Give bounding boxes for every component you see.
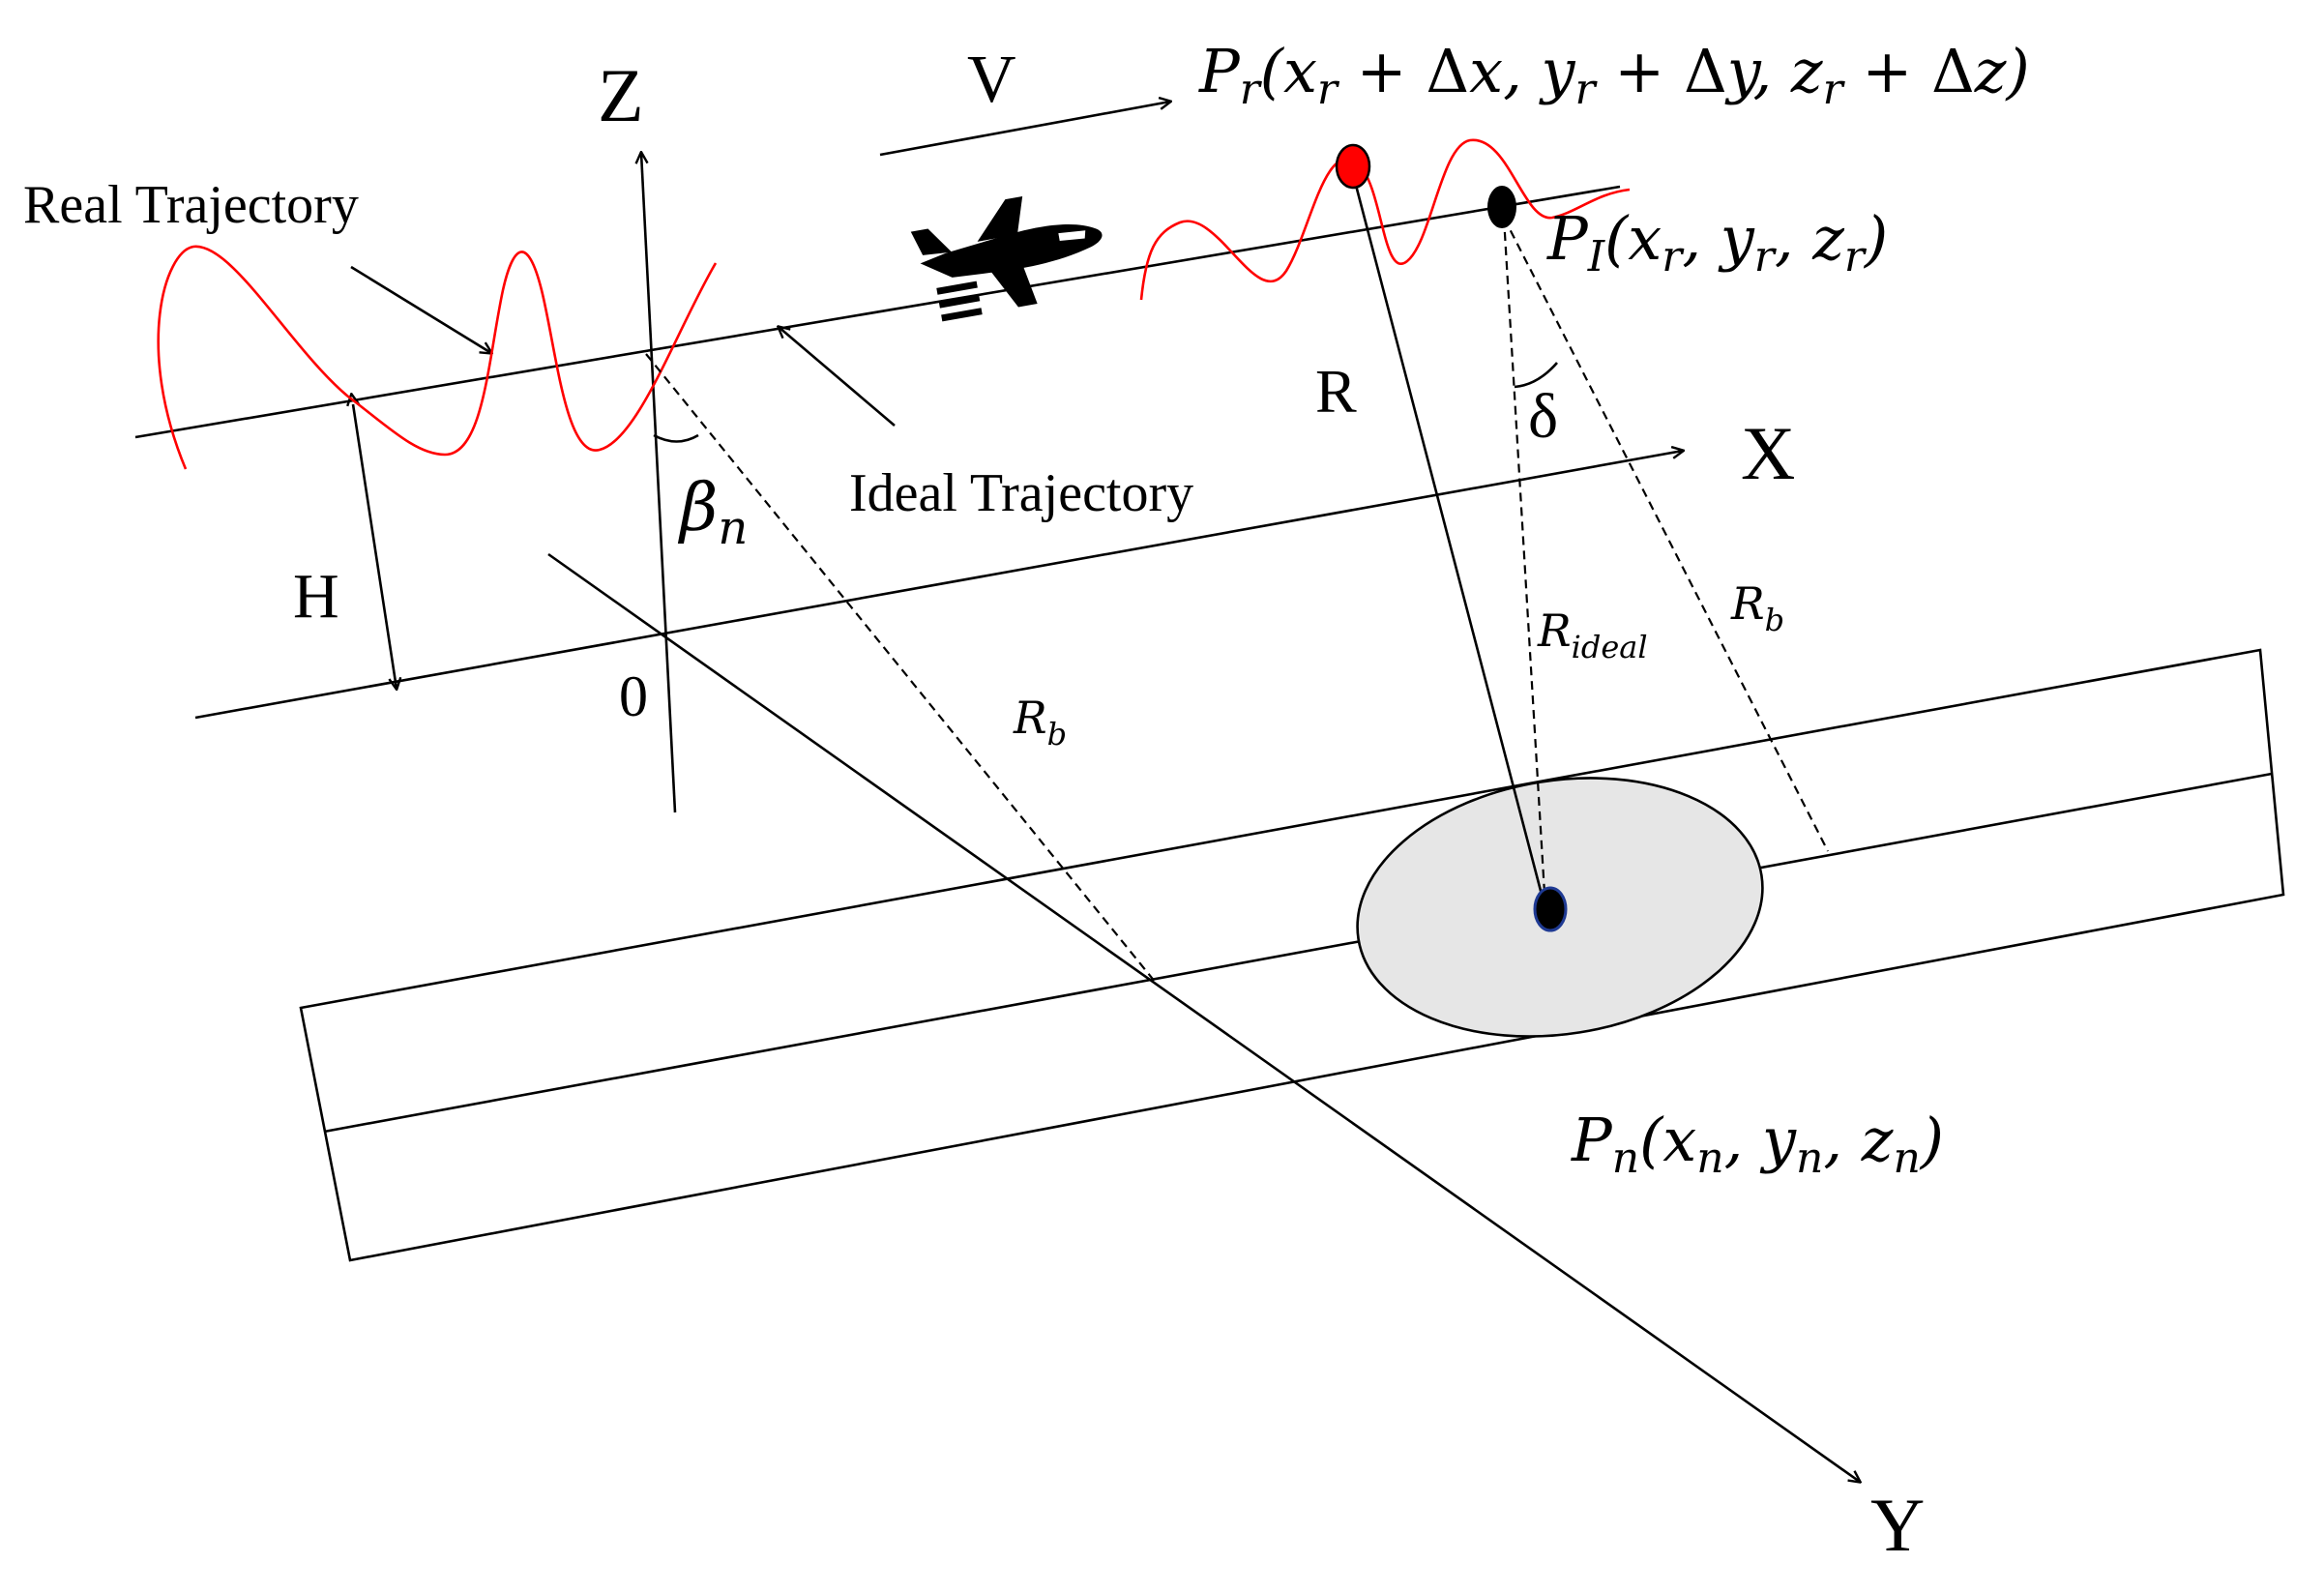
height-label: H xyxy=(293,561,339,632)
rb-label-left: Rb xyxy=(1013,692,1067,752)
range-r-label: R xyxy=(1315,357,1357,426)
delta-label: δ xyxy=(1528,381,1558,452)
real-trajectory-left xyxy=(157,245,718,470)
beta-n-label: βn xyxy=(677,470,748,555)
rb-label-right: Rb xyxy=(1730,577,1784,638)
airplane-icon xyxy=(910,196,1103,322)
y-axis xyxy=(547,552,1860,1482)
beta-angle-arc xyxy=(653,433,699,443)
velocity-arrow xyxy=(879,102,1170,157)
ground-strip-outline xyxy=(299,648,2285,1262)
ideal-position-point xyxy=(1487,186,1516,228)
z-axis xyxy=(641,153,677,813)
p-ideal-label: PI(xr, yr, zr) xyxy=(1546,203,1888,281)
target-point xyxy=(1533,886,1568,932)
coordinate-axes xyxy=(194,153,1860,1482)
real-trajectory-label: Real Trajectory xyxy=(23,175,359,235)
real-position-point xyxy=(1335,143,1371,190)
ideal-trajectory-pointer xyxy=(779,327,896,427)
beam-edge-line-right xyxy=(1503,217,1829,852)
ground-strip xyxy=(299,648,2285,1262)
height-arrow xyxy=(353,404,397,689)
velocity-label: V xyxy=(967,43,1016,117)
x-axis xyxy=(194,451,1683,720)
real-range-line xyxy=(1351,173,1547,910)
y-axis-label: Y xyxy=(1870,1483,1925,1567)
r-ideal-label: Rideal xyxy=(1537,605,1648,665)
ideal-trajectory-label: Ideal Trajectory xyxy=(849,463,1193,523)
p-real-label: Pr(xr + Δx, yr + Δy, zr + Δz) xyxy=(1198,36,2030,114)
p-target-label: Pn(xn, yn, zn) xyxy=(1571,1105,1944,1183)
origin-label: 0 xyxy=(619,664,648,728)
real-trajectory-pointer xyxy=(350,265,491,353)
real-trajectory-right xyxy=(1139,138,1631,301)
beam-edge-line-left xyxy=(645,353,1157,984)
delta-angle-arc xyxy=(1514,362,1558,389)
ground-strip-centerline xyxy=(323,772,2273,1134)
x-axis-label: X xyxy=(1741,411,1795,495)
z-axis-label: Z xyxy=(598,53,644,137)
